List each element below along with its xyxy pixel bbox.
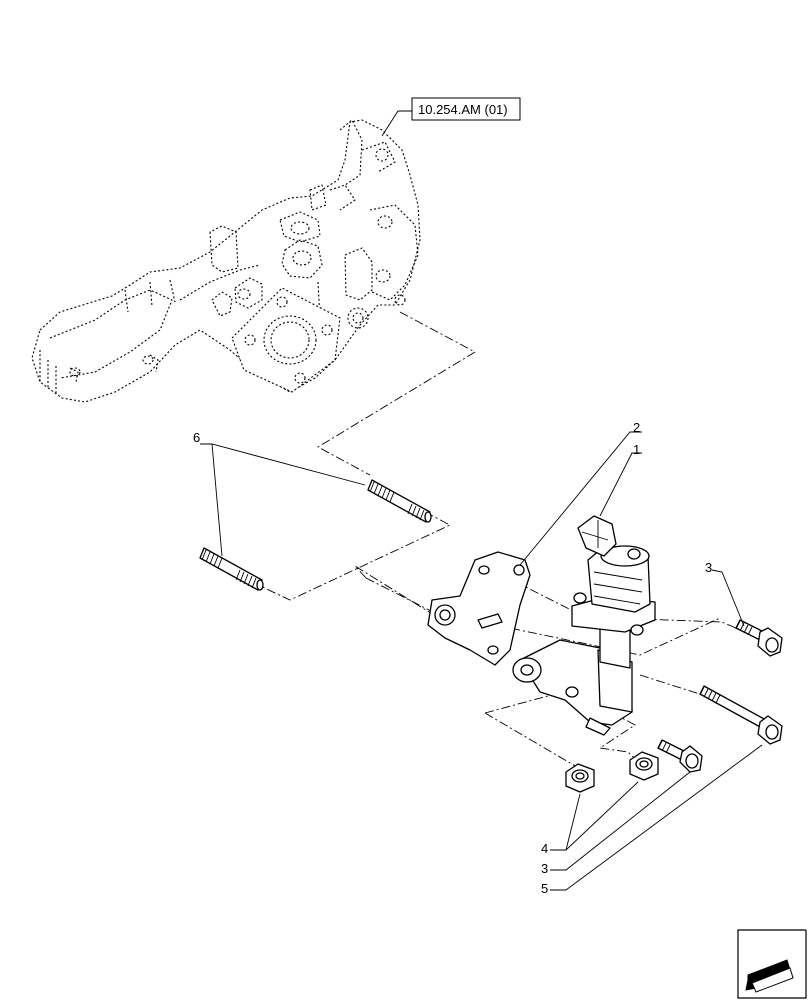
leader-lines [200,431,763,891]
egr-gasket-plate [427,551,531,666]
arrow-icon[interactable] [737,929,807,999]
callout-1: 1 [633,442,640,457]
stud-upper [367,479,432,523]
callout-3-bottom: 3 [541,861,548,876]
bolt-long [699,685,783,745]
callout-numbers: 6 2 1 3 4 3 5 [193,420,712,896]
callout-3-top: 3 [705,560,712,575]
reference-label[interactable]: 10.254.AM (01) [411,97,521,121]
exhaust-manifold [31,119,421,403]
callout-6: 6 [193,430,200,445]
stud-lower [199,547,264,591]
bolt-short [657,739,703,773]
assembly-centerlines [257,311,746,771]
nut-left [565,763,595,793]
callout-2: 2 [633,420,640,435]
egr-valve [512,515,656,736]
nut-right [629,751,659,781]
reference-text: 10.254.AM (01) [418,102,508,117]
reference-leader [381,110,412,137]
bolt-right [735,619,783,657]
callout-5: 5 [541,881,548,896]
callout-4: 4 [541,841,548,856]
